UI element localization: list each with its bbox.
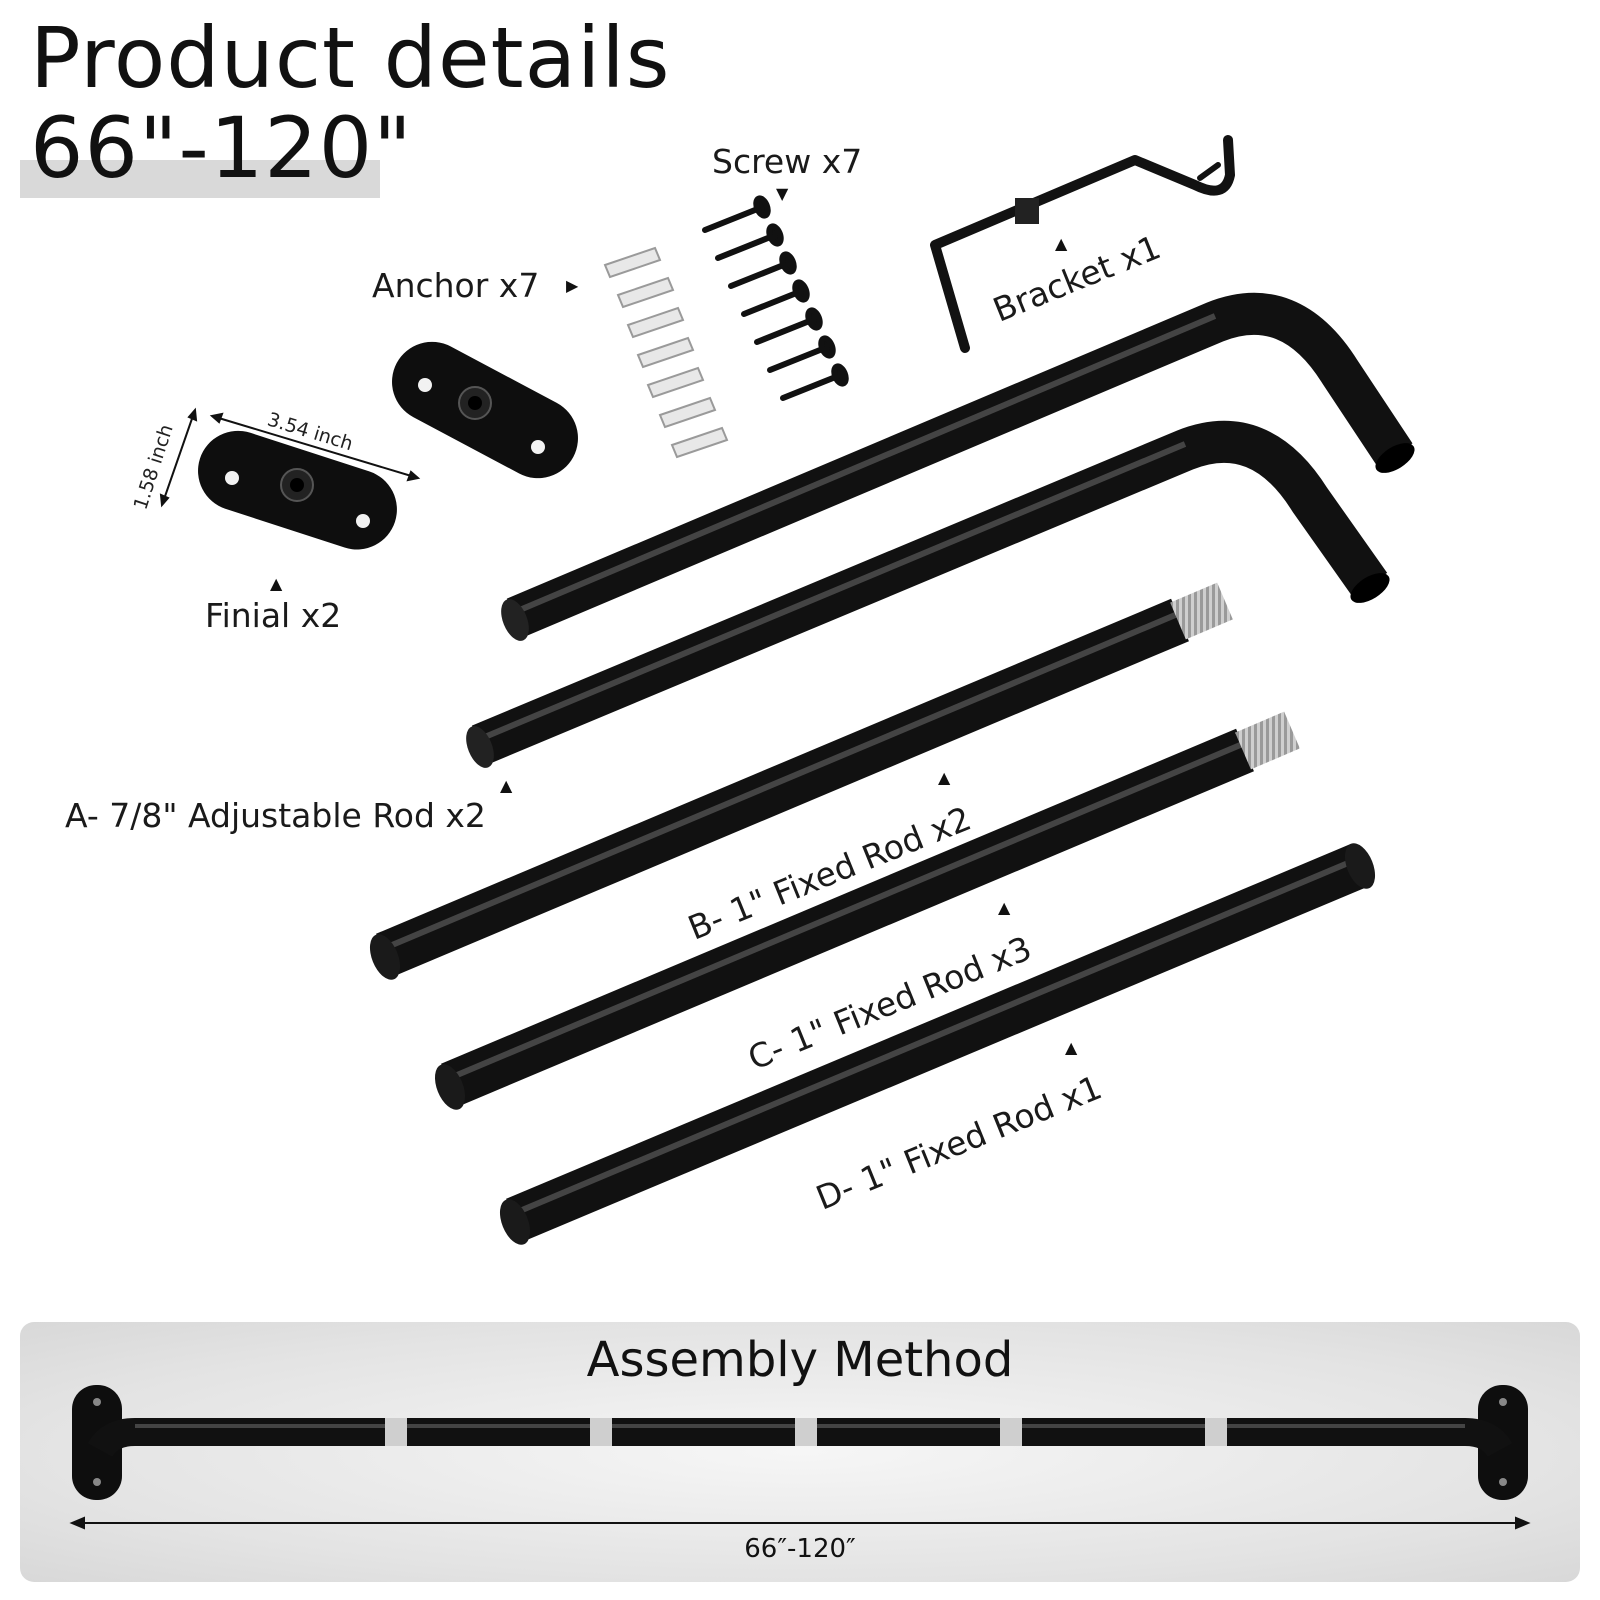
label-screw: Screw x7 — [712, 142, 863, 181]
assembly-title: Assembly Method — [586, 1332, 1014, 1388]
triangle-marker-icon: ▲ — [1055, 234, 1068, 253]
triangle-marker-icon: ▲ — [1065, 1038, 1078, 1057]
triangle-marker-icon: ▶ — [566, 276, 579, 295]
label-anchor: Anchor x7 — [372, 266, 540, 305]
finial-plate-2 — [392, 341, 578, 479]
rod-b — [369, 582, 1233, 980]
bracket — [930, 135, 1235, 353]
size-range-highlight — [20, 160, 380, 198]
label-rod-a: A- 7/8" Adjustable Rod x2 — [65, 796, 486, 835]
assembled-rod — [87, 1418, 1513, 1458]
triangle-marker-icon: ▲ — [998, 898, 1011, 917]
assembly-length: 66″-120″ — [744, 1534, 856, 1564]
label-finial: Finial x2 — [205, 596, 342, 635]
size-range: 66"-120" — [30, 99, 413, 197]
page-title: Product details — [30, 9, 671, 107]
screws — [702, 195, 849, 401]
rod-c — [434, 711, 1300, 1110]
rod-a-2 — [466, 420, 1390, 768]
assembly-length-arrow — [69, 1516, 1531, 1530]
triangle-marker-icon: ▼ — [776, 184, 789, 203]
triangle-marker-icon: ▲ — [938, 768, 951, 787]
anchors — [603, 246, 729, 459]
triangle-marker-icon: ▲ — [500, 776, 513, 795]
rod-a-1 — [501, 292, 1415, 641]
finial-dimension-arrows — [159, 407, 421, 508]
rod-d — [499, 843, 1376, 1245]
finial-plate-1 — [198, 430, 397, 550]
assembly-panel — [20, 1322, 1580, 1582]
triangle-marker-icon: ▲ — [270, 574, 283, 593]
